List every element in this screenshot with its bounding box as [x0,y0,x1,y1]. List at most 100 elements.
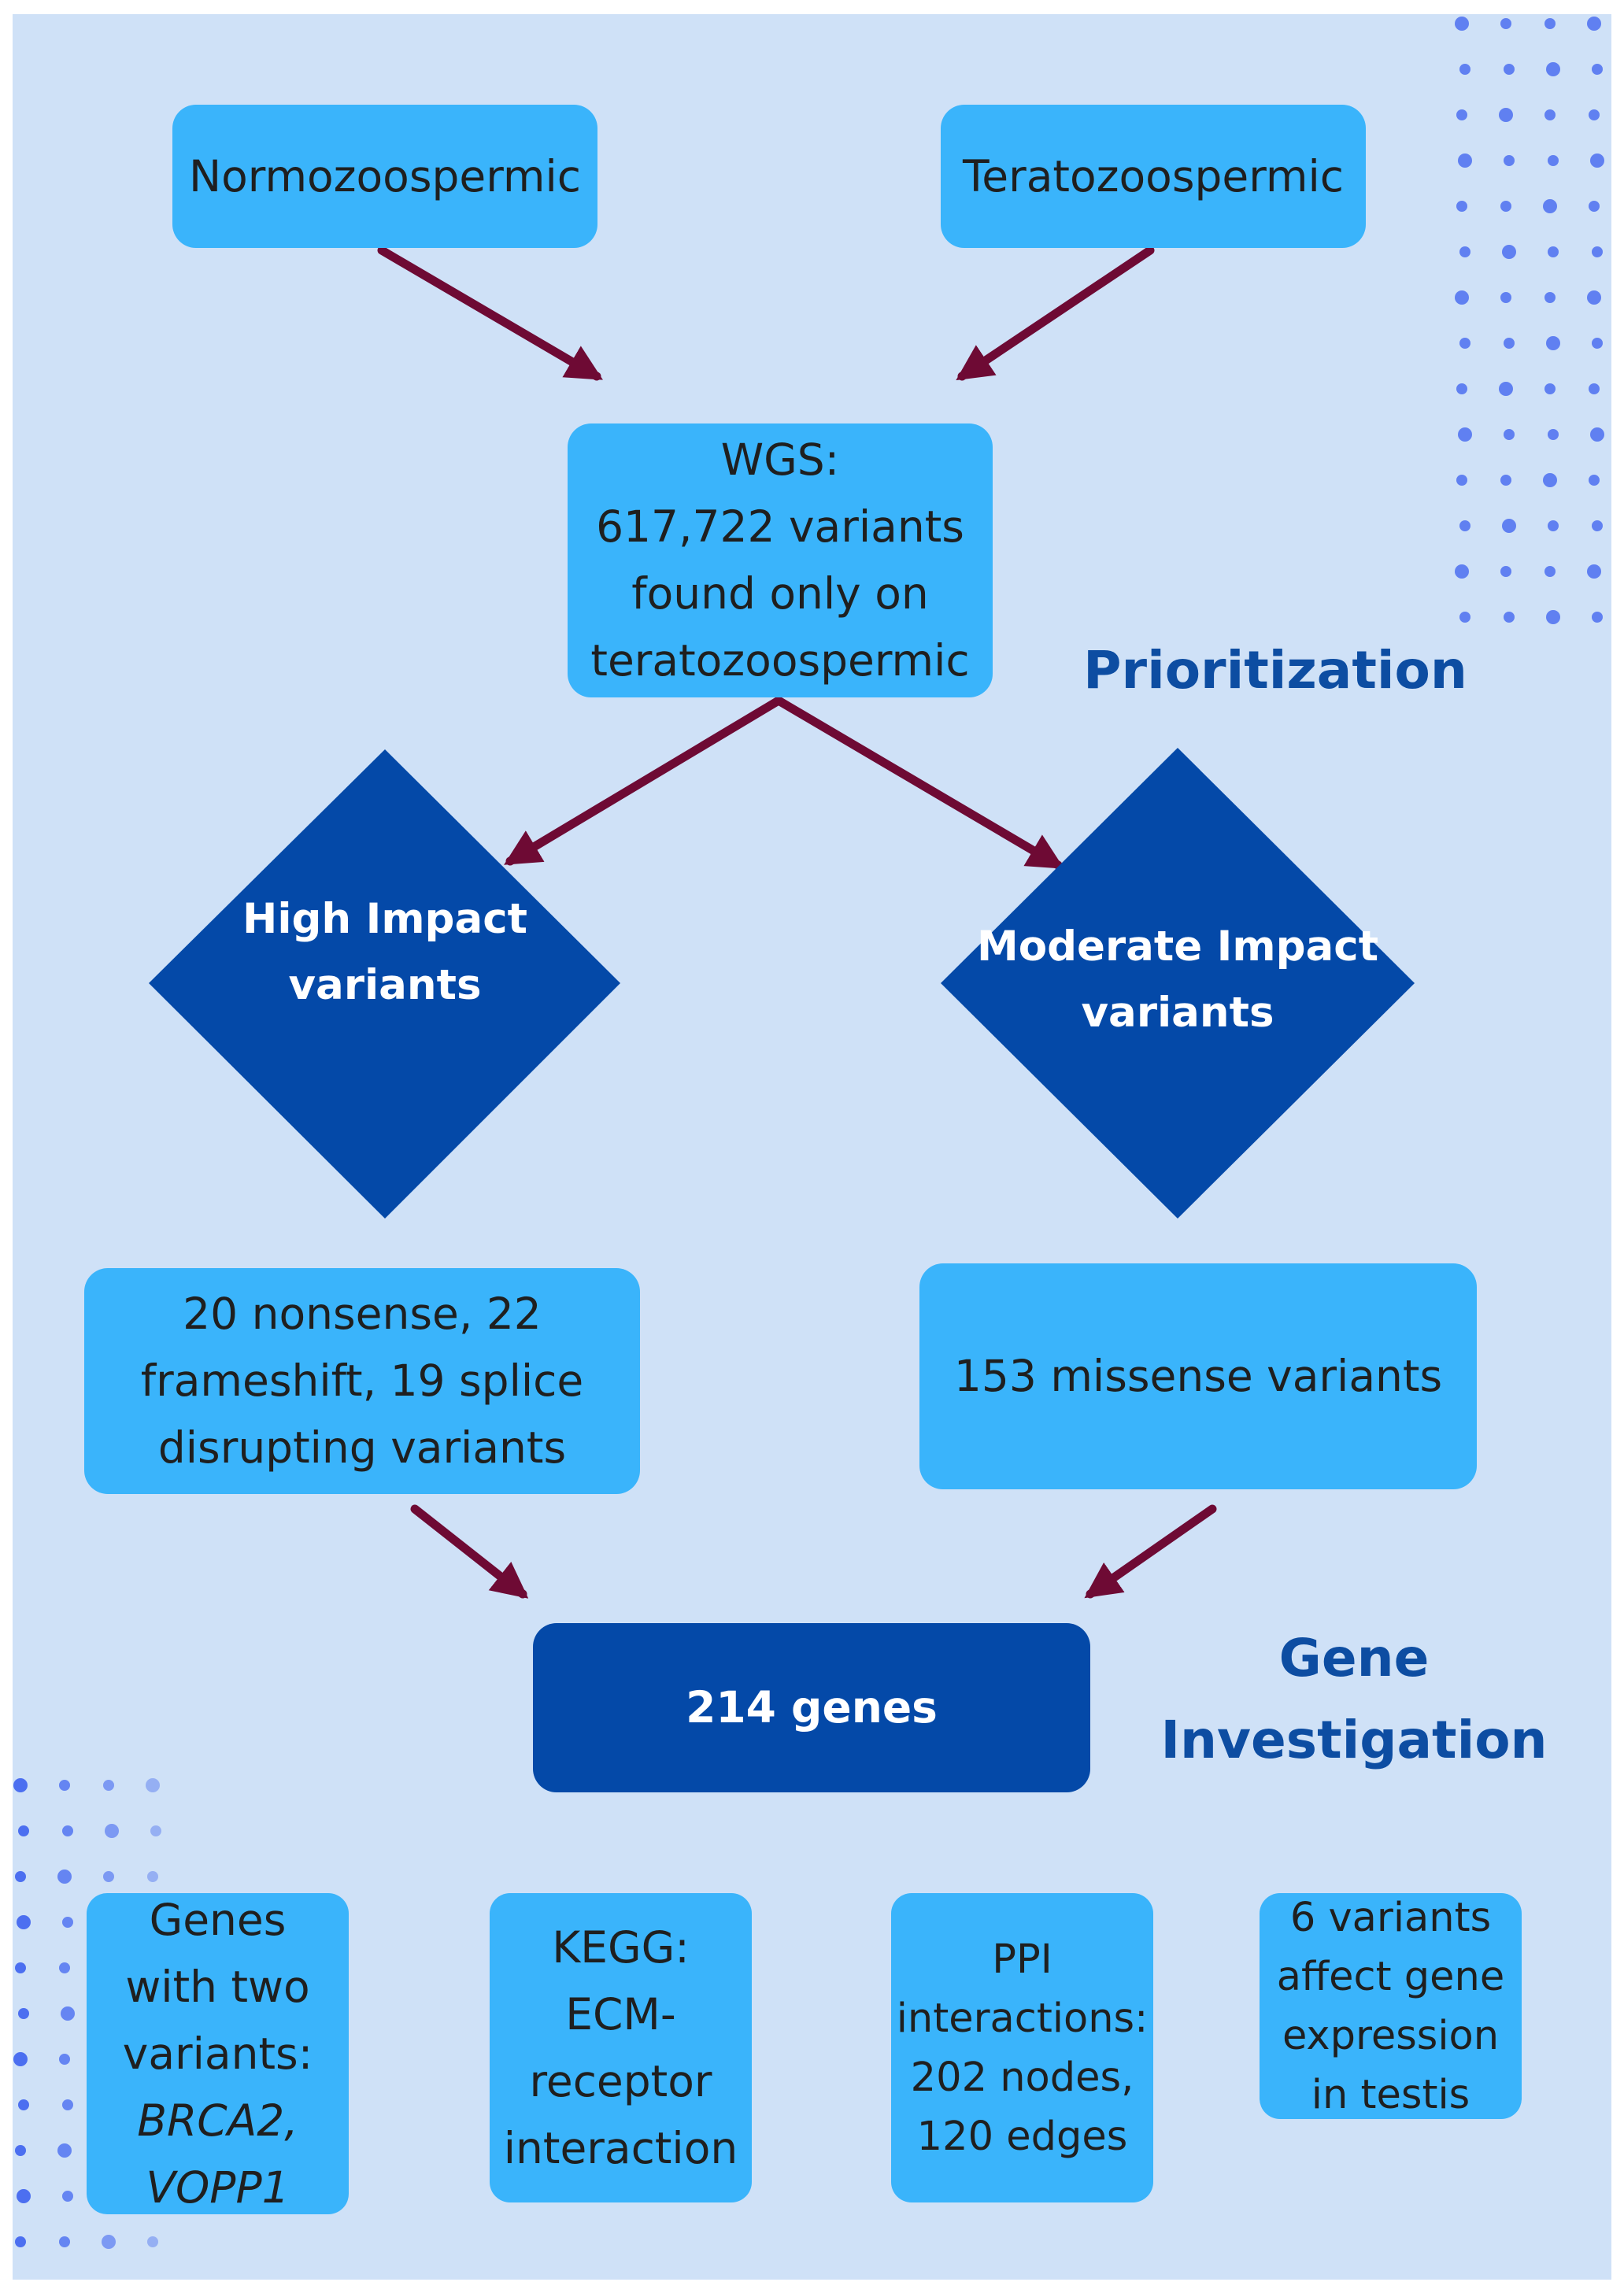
decorative-dot [15,1871,26,1882]
decorative-dot [1500,18,1511,29]
decorative-dot [62,2191,73,2202]
decorative-dot [1459,338,1470,349]
expression-line-3: expression [1282,2012,1500,2059]
expression-line-1: 6 variants [1289,1894,1492,1941]
decorative-dot [1455,17,1469,31]
decorative-dot [1459,612,1470,623]
ppi-line-1: PPI [992,1936,1052,1983]
decorative-dot [15,1962,26,1973]
high-impact-label: High Impact variants [149,854,621,1051]
decorative-dot [59,2054,70,2065]
decorative-dot [59,1962,70,1973]
decorative-dot [1589,109,1600,120]
wgs-box: WGS: 617,722 variants found only on tera… [568,423,993,697]
decorative-dot [1546,610,1560,624]
decorative-dot [1587,290,1601,305]
decorative-dot [18,2008,29,2019]
ppi-line-4: 120 edges [916,2113,1128,2160]
decorative-dot [57,2143,72,2158]
decorative-dot [61,2006,75,2021]
decorative-dot [1499,382,1513,396]
decorative-dot [1459,64,1470,75]
decorative-dot [150,1825,161,1836]
gene-investigation-heading: Gene Investigation [1160,1628,1548,1770]
decorative-dot [59,1780,70,1791]
decorative-dot [18,1825,29,1836]
decorative-dot [18,2099,29,2110]
decorative-dot [1543,473,1557,487]
decorative-dot [1590,427,1604,442]
decorative-dot [1592,612,1603,623]
decorative-dot [1592,246,1603,257]
decorative-dot [1587,564,1601,579]
decorative-dot [1459,520,1470,531]
decorative-dot [1548,429,1559,440]
wgs-line-1: WGS: [720,435,840,485]
arrow-missense-to-genes [1084,1504,1217,1599]
decorative-dot [57,1870,72,1884]
moderate-impact-diamond [941,748,1415,1219]
kegg-line-4: interaction [503,2122,738,2173]
decorative-dot [1544,18,1556,29]
missense-box: 153 missense variants [919,1263,1477,1489]
high-impact-line-2: variants [288,961,482,1009]
ppi-line-3: 202 nodes, [910,2054,1134,2101]
decorative-dot [1592,520,1603,531]
wgs-line-3: found only on [631,568,929,619]
decorative-dot [1500,566,1511,577]
decorative-dot [103,1871,114,1882]
genes-box: 214 genes [533,1623,1090,1792]
two-variants-gene-1: BRCA2, [137,2095,298,2146]
decorative-dot [1589,383,1600,394]
decorative-dot [103,1780,114,1791]
decorative-dot [105,1824,119,1838]
moderate-impact-label: Moderate Impact variants [941,882,1415,1078]
decorative-dot [1587,17,1601,31]
normozoospermic-label: Normozoospermic [189,150,581,202]
decorative-dot [1592,338,1603,349]
decorative-dot [1500,201,1511,212]
high-detail-line-3: disrupting variants [157,1422,567,1473]
decorative-dot [1548,520,1559,531]
expression-line-2: affect gene [1276,1953,1505,2000]
high-impact-diamond [149,749,620,1219]
decorative-dot [1456,109,1467,120]
decorative-dot [1590,153,1604,168]
decorative-dot [1502,245,1516,259]
ppi-line-2: interactions: [896,1995,1149,2042]
kegg-box: KEGG: ECM- receptor interaction [490,1893,752,2202]
decorative-dot [13,1778,28,1792]
moderate-impact-line-1: Moderate Impact [976,923,1379,971]
decorative-dot [147,2236,158,2247]
decorative-dot [1456,201,1467,212]
teratozoospermic-box: Teratozoospermic [941,105,1366,248]
decorative-dot [15,2145,26,2156]
decorative-dot [1459,246,1470,257]
decorative-dot [1456,383,1467,394]
prioritization-heading: Prioritization [1083,640,1467,701]
arrow-wgs-to-moderate-impact [774,696,1064,870]
kegg-line-2: ECM- [565,1988,676,2040]
high-detail-line-1: 20 nonsense, 22 [183,1289,542,1339]
arrow-high-detail-to-genes [410,1504,529,1599]
two-variants-gene-2: VOPP1 [146,2162,290,2213]
decorative-dot [1504,338,1515,349]
decorative-dot [17,1915,31,1929]
decorative-dot [17,2189,31,2203]
decorative-dot [13,2052,28,2066]
two-variants-line-2: with two [125,1961,310,2012]
decorative-dot [1500,475,1511,486]
decorative-dot [62,2099,73,2110]
decorative-dot [1458,427,1472,442]
two-variants-line-1: Genes [149,1894,287,1945]
decorative-dot [147,1871,158,1882]
moderate-impact-line-2: variants [1081,989,1274,1037]
teratozoospermic-label: Teratozoospermic [963,150,1344,202]
expression-box: 6 variants affect gene expression in tes… [1260,1893,1522,2119]
decorative-dot [59,2236,70,2247]
decorative-dot [1458,153,1472,168]
arrow-normozoospermic-to-wgs [377,246,603,381]
arrow-wgs-to-high-impact [504,696,783,866]
